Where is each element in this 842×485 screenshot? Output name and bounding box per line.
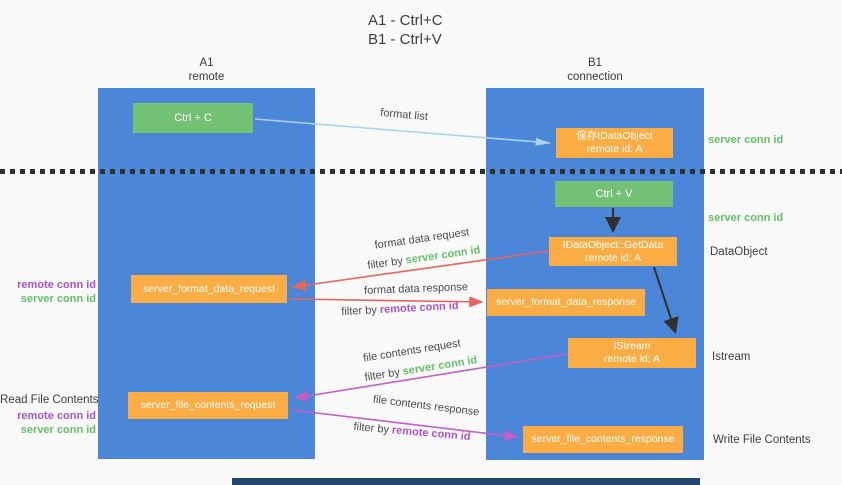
column-b-role: connection: [567, 71, 623, 83]
getdata-line2: remote id: A: [584, 251, 642, 264]
dataobject-label: DataObject: [710, 246, 768, 258]
column-a-role: remote: [188, 71, 225, 83]
istream-line2: remote id: A: [603, 353, 661, 365]
column-a-name: A1: [199, 57, 214, 69]
title-line-1: A1 - Ctrl+C: [368, 12, 443, 29]
background-window-edge: [232, 478, 700, 485]
getdata-line1: IDataObject::GetData: [562, 238, 664, 251]
server-conn-id-right-1: server conn id: [708, 134, 784, 146]
filter-by-text: filter by: [341, 304, 378, 319]
file-contents-response-label: file contents response: [372, 393, 480, 419]
read-file-contents-label: Read File Contents: [0, 394, 99, 406]
server-format-data-request-box: server_format_data_request: [131, 275, 287, 303]
save-idataobject-line1: 保存IDataObject: [576, 130, 653, 142]
column-b-name: B1: [587, 57, 603, 69]
write-file-contents-label: Write File Contents: [713, 434, 811, 446]
server-conn-id-text: server conn id: [404, 244, 482, 267]
remote-conn-id-text: remote conn id: [379, 299, 459, 317]
server-format-data-response-box: server_format_data_response: [487, 289, 645, 316]
format-data-response-label: format data response: [363, 281, 469, 297]
save-idataobject-line2: remote id: A: [586, 143, 643, 155]
getdata-box: IDataObject::GetData remote id: A: [549, 237, 677, 266]
ctrl-v-label: Ctrl + V: [595, 187, 633, 200]
istream-side-label: Istream: [712, 351, 751, 363]
server-format-data-request-label: server_format_data_request: [143, 282, 275, 295]
server-file-contents-request-label: server_file_contents_request: [140, 399, 276, 411]
ctrl-v-box: Ctrl + V: [555, 181, 673, 207]
ctrl-c-label: Ctrl + C: [174, 111, 212, 124]
server-format-data-response-label: server_format_data_response: [495, 296, 637, 308]
server-conn-id-left-1: server conn id: [20, 293, 96, 305]
filter-by-text: filter by: [363, 366, 401, 384]
server-file-contents-response-box: server_file_contents_response: [523, 426, 683, 453]
server-file-contents-response-label: server_file_contents_response: [531, 433, 675, 445]
remote-conn-id-text: remote conn id: [391, 424, 471, 444]
column-b-header: B1 connection: [486, 56, 704, 84]
server-file-contents-request-box: server_file_contents_request: [128, 392, 288, 419]
column-a-header: A1 remote: [98, 56, 315, 84]
filter-by-text: filter by: [366, 255, 404, 272]
filter-by-text: filter by: [353, 420, 390, 436]
server-conn-id-left-2: server conn id: [20, 424, 96, 436]
title-line-2: B1 - Ctrl+V: [368, 31, 442, 48]
istream-line1: IStream: [613, 340, 651, 352]
diagram-title: A1 - Ctrl+C B1 - Ctrl+V: [368, 11, 443, 49]
format-list-label: format list: [379, 106, 429, 124]
dotted-separator-line: [0, 169, 842, 174]
remote-conn-id-left-1: remote conn id: [17, 279, 96, 291]
ctrl-c-box: Ctrl + C: [133, 103, 253, 133]
istream-box: IStream remote id: A: [568, 338, 696, 368]
server-conn-id-right-2: server conn id: [708, 212, 784, 224]
save-idataobject-box: 保存IDataObject remote id: A: [556, 128, 673, 158]
remote-conn-id-left-2: remote conn id: [17, 410, 96, 422]
